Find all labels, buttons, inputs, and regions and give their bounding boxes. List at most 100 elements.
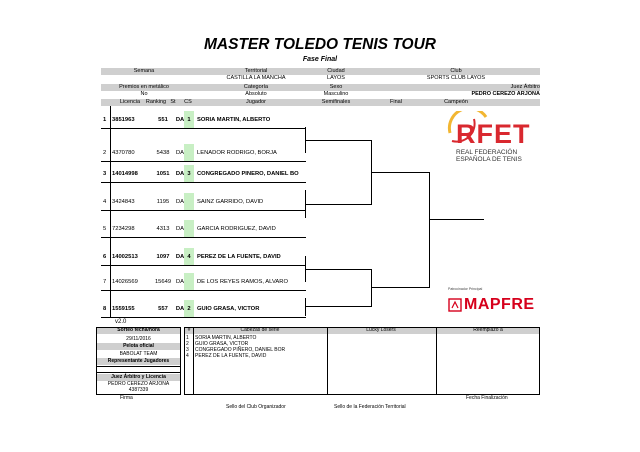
- seed-name: CONGREGADO PIÑERO, DANIEL BOR: [195, 347, 286, 353]
- seeds-header-cell: [184, 327, 540, 334]
- sorteo-value: 29/11/2016: [126, 336, 151, 342]
- juez-licencia-label: Juez Árbitro y Licencia: [111, 374, 166, 380]
- player-number: 6: [103, 254, 107, 260]
- semana-label: Semana: [133, 68, 155, 74]
- player-status: DA: [175, 306, 185, 312]
- player-seed: [184, 273, 194, 291]
- seed-name: GUIO GRASA, VICTOR: [195, 341, 249, 347]
- bracket-line: [305, 140, 371, 141]
- col-jugador: Jugador: [246, 99, 266, 105]
- column-headers: Licencia Ranking St CS Jugador Semifinal…: [101, 99, 540, 106]
- header-labels-row-2: Premios en metálico Categoría Sexo Juez …: [101, 84, 540, 91]
- player-underline: [101, 161, 306, 162]
- player-seed: 1: [184, 111, 194, 129]
- player-number: 8: [103, 306, 107, 312]
- categoria-label: Categoría: [243, 84, 269, 90]
- player-status: DA: [175, 254, 185, 260]
- reemplazo-label: Reemplazo a: [473, 327, 503, 333]
- representante-label: Representante Jugadores: [107, 358, 170, 364]
- seed-number: 1: [186, 335, 189, 341]
- player-ranking: 4313: [156, 226, 170, 232]
- player-name: SAINZ GARRIDO, DAVID: [197, 199, 264, 205]
- juez-value: PEDRO CEREZO ARJONA: [471, 91, 540, 97]
- juez-label-cell: [96, 374, 181, 381]
- player-ranking: 1051: [156, 171, 170, 177]
- seeds-divider-1: [193, 327, 194, 395]
- territorial-value: CASTILLA LA MANCHA: [226, 75, 286, 81]
- col-st: St: [170, 99, 176, 105]
- player-status: DA: [175, 150, 185, 156]
- player-underline: [101, 182, 306, 184]
- player-underline: [101, 317, 306, 319]
- player-name: LEÑADOR RODRIGO, BORJA: [197, 150, 277, 156]
- territorial-label: Territorial: [244, 68, 268, 74]
- header-labels-row-1: Semana Territorial Ciudad Club: [101, 68, 540, 75]
- pelota-label: Pelota oficial: [123, 343, 154, 349]
- fecha-fin-label: Fecha Finalización: [466, 395, 508, 401]
- player-ranking: 551: [158, 117, 168, 123]
- seeds-hash: #: [187, 327, 191, 333]
- player-seed: 2: [184, 300, 194, 318]
- bracket-line: [371, 172, 429, 173]
- player-name: CONGREGADO PIÑERO, DANIEL BO: [197, 171, 299, 177]
- player-underline: [101, 210, 306, 211]
- tournament-title: MASTER TOLEDO TENIS TOUR: [204, 36, 436, 53]
- rfet-line-2: ESPAÑOLA DE TENIS: [456, 156, 522, 163]
- col-cs: CS: [184, 99, 192, 105]
- club-value: SPORTS CLUB LAYOS: [426, 75, 486, 81]
- col-campeon: Campeón: [444, 99, 468, 105]
- player-number: 7: [103, 279, 107, 285]
- player-seed: [184, 193, 194, 211]
- player-number: 2: [103, 150, 107, 156]
- sello-club-label: Sello del Club Organizador: [226, 404, 286, 410]
- player-underline: [101, 128, 306, 130]
- bracket-line: [429, 172, 430, 288]
- seeds-table-border: [184, 327, 540, 395]
- player-number: 5: [103, 226, 107, 232]
- player-underline: [101, 290, 306, 291]
- player-ranking: 5438: [156, 150, 170, 156]
- col-licencia: Licencia: [119, 99, 141, 105]
- col-semifinales: Semifinales: [321, 99, 351, 105]
- bracket-line: [371, 287, 429, 288]
- player-name: GUIO GRASA, VICTOR: [197, 306, 260, 312]
- mapfre-emblem-icon: [448, 298, 462, 312]
- left-box-border: [96, 327, 181, 395]
- ciudad-value: LAYOS: [327, 75, 345, 81]
- player-seed: [184, 220, 194, 238]
- player-seed: 3: [184, 165, 194, 183]
- bracket-line: [371, 269, 372, 307]
- header-values-row-1: CASTILLA LA MANCHA LAYOS SPORTS CLUB LAY…: [101, 75, 540, 82]
- player-number: 3: [103, 171, 107, 177]
- player-ranking: 15649: [154, 279, 172, 285]
- seed-row: 2 GUIO GRASA, VICTOR: [184, 341, 330, 347]
- sorteo-label: Sorteo fecha/hora: [117, 327, 160, 333]
- juez-name: PEDRO CEREZO ARJONA: [107, 381, 170, 387]
- player-seed: 4: [184, 248, 194, 266]
- sexo-label: Sexo: [329, 84, 343, 90]
- premios-label: Premios en metálico: [119, 84, 169, 90]
- rfet-text: RFET: [456, 119, 531, 149]
- player-status: DA: [175, 199, 185, 205]
- rfet-line-1: REAL FEDERACIÓN: [456, 149, 518, 156]
- mapfre-caption: Patrocinador Principal: [448, 287, 483, 291]
- player-status: DA: [175, 226, 185, 232]
- player-licencia: 4370780: [112, 150, 135, 156]
- seed-number: 4: [186, 353, 189, 359]
- lucky-label: Lucky Losers: [366, 327, 396, 333]
- player-status: DA: [175, 117, 185, 123]
- player-name: DE LOS REYES RAMOS, ALVARO: [197, 279, 288, 285]
- player-licencia: 1559155: [112, 306, 135, 312]
- player-status: DA: [175, 279, 185, 285]
- header-values-row-2: No Absoluto Masculino PEDRO CEREZO ARJON…: [101, 91, 540, 98]
- player-row: 2 4370780 5438 DA LEÑADOR RODRIGO, BORJA: [101, 144, 306, 162]
- club-label: Club: [450, 68, 462, 74]
- player-name: GARCIA RODRIGUEZ, DAVID: [197, 226, 276, 232]
- seed-number: 2: [186, 341, 189, 347]
- player-licencia: 3851963: [112, 117, 135, 123]
- player-ranking: 557: [158, 306, 168, 312]
